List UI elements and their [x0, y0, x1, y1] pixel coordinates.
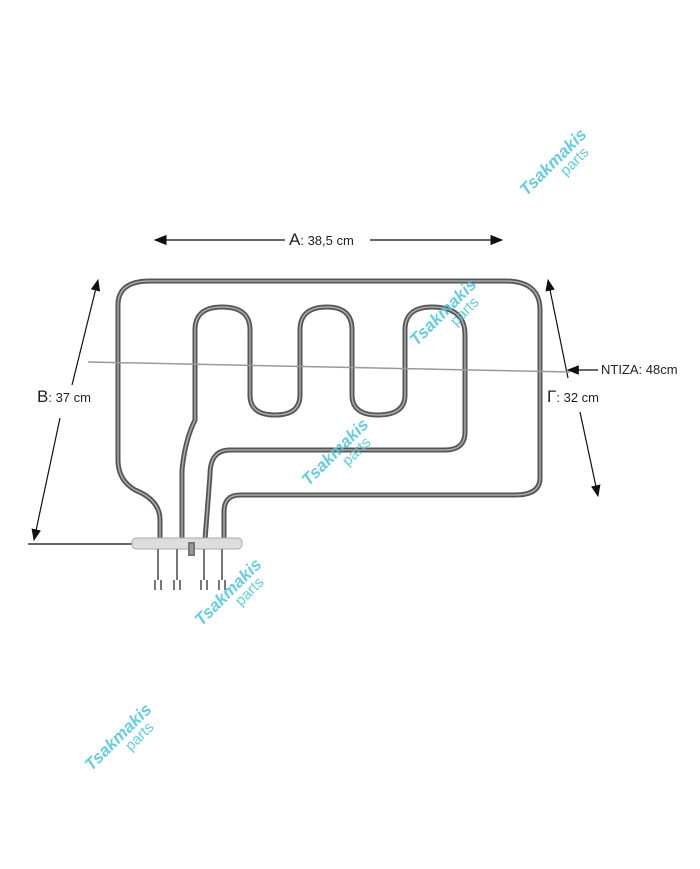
- rod-length-label: NTIZA: 48cm: [598, 362, 681, 377]
- dimension-b-arrow: [31, 417, 61, 542]
- support-rod: [87, 361, 571, 373]
- dimension-b-label: B: 37 cm: [34, 387, 94, 407]
- dimension-g-arrow: [545, 278, 569, 379]
- dimension-g-label: Γ: 32 cm: [544, 387, 602, 407]
- dimension-g-arrow: [579, 411, 601, 498]
- terminal-bracket: [131, 537, 243, 550]
- dimension-b-arrow: [71, 278, 101, 386]
- dimension-a-label: A: 38,5 cm: [286, 230, 357, 250]
- terminal-connectors: [154, 542, 226, 590]
